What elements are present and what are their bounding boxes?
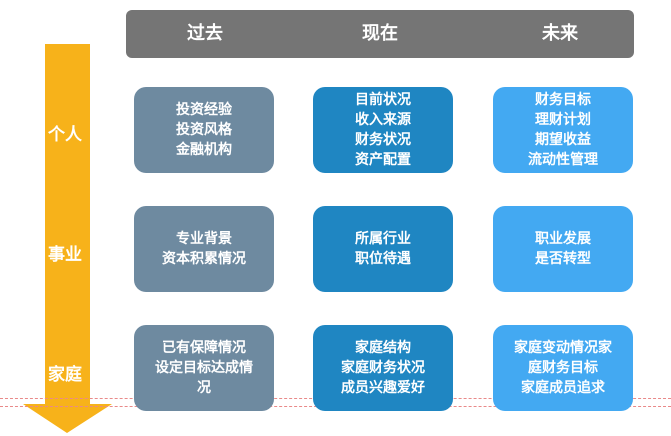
cell-text: 家庭成员追求	[521, 380, 605, 396]
row-label-family: 家庭	[48, 365, 82, 385]
cell-career-past: 专业背景 资本积累情况	[134, 206, 274, 292]
cell-text: 理财计划	[535, 112, 591, 128]
cell-text: 庭财务目标	[528, 360, 598, 376]
cell-text: 投资风格	[176, 122, 232, 138]
cell-family-present: 家庭结构 家庭财务状况 成员兴趣爱好	[313, 325, 453, 411]
cell-text: 成员兴趣爱好	[341, 380, 425, 396]
cell-family-future: 家庭变动情况家 庭财务目标 家庭成员追求	[493, 325, 633, 411]
cell-text: 职业发展	[535, 231, 591, 247]
cell-text: 家庭财务状况	[341, 360, 425, 376]
column-title-present: 现在	[362, 23, 398, 44]
cell-text: 已有保障情况	[162, 340, 246, 356]
cell-family-past: 已有保障情况 设定目标达成情 况	[134, 325, 274, 411]
row-label-career: 事业	[48, 245, 82, 265]
cell-text: 专业背景	[176, 231, 232, 247]
cell-text: 收入来源	[355, 112, 411, 128]
column-title-future: 未来	[542, 23, 578, 44]
cell-text: 家庭结构	[355, 340, 411, 356]
cell-text: 职位待遇	[355, 251, 411, 267]
cell-personal-past: 投资经验 投资风格 金融机构	[134, 87, 274, 173]
column-header-bar	[126, 10, 634, 58]
column-title-past: 过去	[187, 23, 223, 44]
cell-text: 期望收益	[535, 132, 591, 148]
cell-personal-present: 目前状况 收入来源 财务状况 资产配置	[313, 87, 453, 173]
cell-career-future: 职业发展 是否转型	[493, 206, 633, 292]
cell-text: 投资经验	[176, 102, 232, 118]
cell-text: 财务目标	[535, 92, 591, 108]
cell-text: 资本积累情况	[162, 251, 246, 267]
cell-personal-future: 财务目标 理财计划 期望收益 流动性管理	[493, 87, 633, 173]
cell-text: 财务状况	[355, 132, 411, 148]
cell-text: 目前状况	[355, 92, 411, 108]
cell-text: 况	[197, 380, 211, 396]
cell-text: 所属行业	[355, 231, 411, 247]
cell-text: 是否转型	[535, 251, 591, 267]
cell-text: 金融机构	[176, 142, 232, 158]
cell-text: 家庭变动情况家	[514, 340, 612, 356]
cell-text: 设定目标达成情	[155, 360, 253, 376]
vertical-arrow	[23, 44, 112, 433]
cell-text: 流动性管理	[528, 152, 598, 168]
cell-career-present: 所属行业 职位待遇	[313, 206, 453, 292]
row-label-personal: 个人	[48, 125, 82, 145]
cell-text: 资产配置	[355, 152, 411, 168]
